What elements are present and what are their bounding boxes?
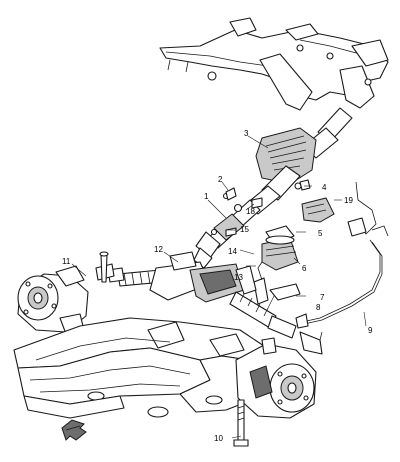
- callout-9: 9: [368, 326, 373, 335]
- callout-15: 15: [240, 225, 249, 234]
- callout-1: 1: [204, 192, 209, 201]
- front-direction-arrow-icon: [61, 419, 87, 441]
- callout-3: 3: [244, 129, 249, 138]
- callout-labels: 1 2 3 4 5 6 7 8 9 10 11 12 13 14 15 18 1…: [62, 129, 373, 443]
- callout-18: 18: [246, 207, 255, 216]
- intermediate-shaft: [193, 192, 261, 269]
- steering-module-19: [301, 197, 335, 223]
- callout-5: 5: [318, 229, 323, 238]
- left-knuckle-hub: [17, 265, 89, 335]
- callout-13: 13: [234, 273, 243, 282]
- callout-7: 7: [320, 293, 325, 302]
- steering-column-boot: [261, 225, 299, 271]
- callout-8: 8: [316, 303, 321, 312]
- callout-6: 6: [302, 264, 307, 273]
- callout-19: 19: [344, 196, 353, 205]
- callout-2: 2: [218, 175, 223, 184]
- subframe-bolt-10: [233, 399, 249, 447]
- callout-10: 10: [214, 434, 223, 443]
- instrument-panel-support-beam: [159, 17, 389, 111]
- callout-11: 11: [62, 257, 71, 266]
- stud-11: [99, 251, 109, 283]
- leader-lines: [71, 135, 367, 439]
- wiring-harness: [295, 181, 389, 329]
- right-knuckle-hub: [235, 337, 317, 419]
- callout-12: 12: [154, 245, 163, 254]
- callout-4: 4: [322, 183, 327, 192]
- steering-gear-rack: [107, 251, 297, 339]
- brackets-7-8: [253, 261, 301, 305]
- callout-14: 14: [228, 247, 237, 256]
